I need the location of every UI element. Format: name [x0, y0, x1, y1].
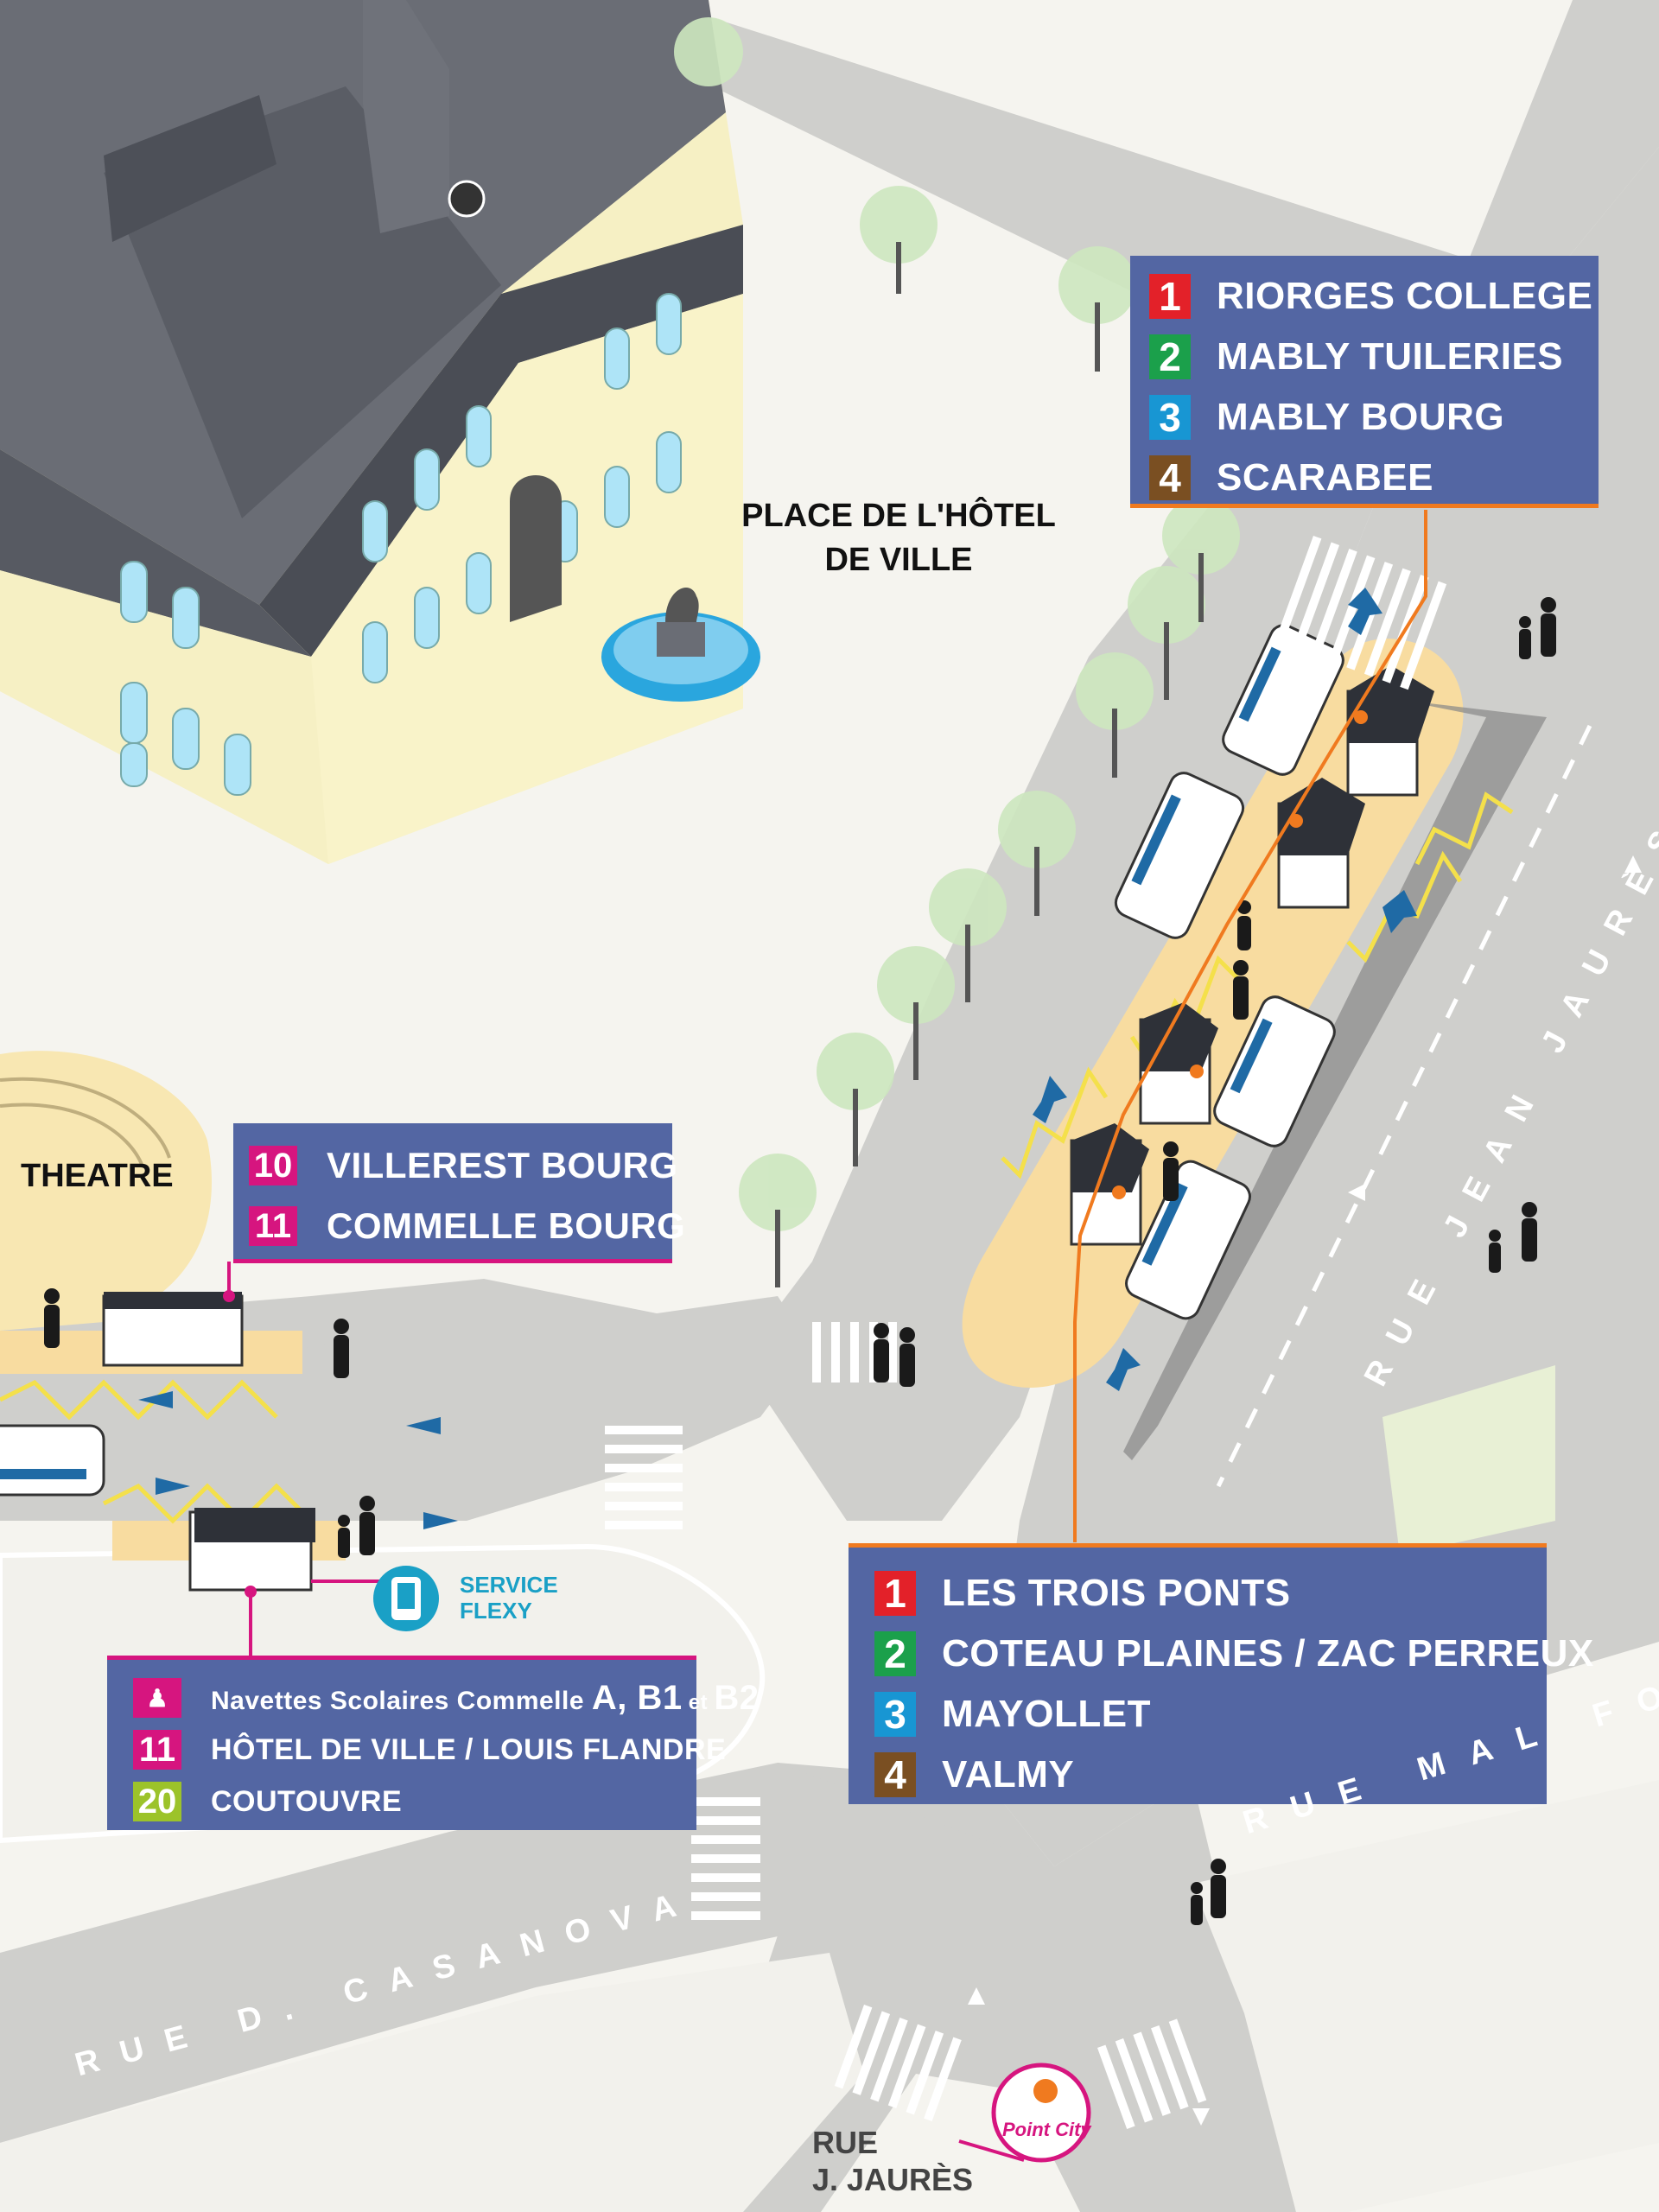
destination-label: VILLEREST BOURG [327, 1145, 678, 1185]
panel-left-upper: 10 VILLEREST BOURG 11 COMMELLE BOURG [233, 1123, 685, 1263]
trees [674, 17, 1240, 1287]
line-badge: 1 [874, 1571, 916, 1616]
road-label-j-jaures-line1: RUE [812, 2125, 879, 2160]
pedestrians [44, 597, 1556, 1925]
connector-lines [1073, 510, 1427, 1542]
line-row: 2 COTEAU PLAINES / ZAC PERREUX [874, 1624, 1593, 1684]
line-row: 4 VALMY [874, 1745, 1547, 1805]
destination-label: LES TROIS PONTS [942, 1572, 1291, 1614]
fountain [601, 588, 760, 702]
theatre-label: THEATRE [21, 1158, 174, 1194]
panel-bottom-right: 1 LES TROIS PONTS 2 COTEAU PLAINES / ZAC… [849, 1543, 1593, 1805]
line-badge: 11 [133, 1730, 181, 1770]
line-badge: 1 [1149, 274, 1191, 319]
school-shuttles-a: A, B1 [591, 1678, 683, 1717]
line-row: 20 COUTOUVRE [133, 1776, 696, 1827]
line-badge: 10 [249, 1146, 297, 1185]
line-badge: 3 [874, 1692, 916, 1737]
line-badge: 11 [249, 1206, 297, 1246]
hotel-de-ville-building [0, 0, 743, 864]
panel-left-lower: ♟ Navettes Scolaires Commelle A, B1 et B… [107, 1656, 759, 1830]
place-label: PLACE DE L'HÔTEL DE VILLE [709, 494, 1089, 583]
magenta-connectors [223, 1262, 1025, 2162]
destination-label: SCARABEE [1217, 456, 1433, 499]
theatre-building [0, 1051, 212, 1331]
line-row: ♟ Navettes Scolaires Commelle A, B1 et B… [133, 1672, 759, 1724]
destination-label: Navettes Scolaires Commelle A, B1 et B2 [211, 1679, 759, 1718]
place-label-line2: DE VILLE [824, 542, 973, 579]
destination-label: COUTOUVRE [211, 1784, 403, 1818]
destination-label: RIORGES COLLEGE [1217, 275, 1593, 317]
phone-app-icon [373, 1566, 439, 1631]
service-flexy-label: SERVICE FLEXY [460, 1572, 558, 1624]
line-row: 1 RIORGES COLLEGE [1149, 266, 1599, 327]
destination-label: MABLY BOURG [1217, 396, 1505, 438]
line-badge: 20 [133, 1782, 181, 1821]
destination-label: COMMELLE BOURG [327, 1205, 686, 1246]
buses [0, 624, 1344, 1497]
service-flexy-line2: FLEXY [460, 1597, 532, 1624]
school-shuttles-et: et [682, 1690, 715, 1714]
bus-shelters [102, 665, 1434, 1592]
line-badge: 2 [1149, 334, 1191, 379]
destination-label: VALMY [942, 1753, 1075, 1796]
school-children-icon: ♟ [133, 1678, 181, 1718]
line-badge: 4 [874, 1752, 916, 1797]
destination-label: MAYOLLET [942, 1693, 1151, 1735]
line-row: 11 COMMELLE BOURG [249, 1196, 685, 1256]
lane-divider [1216, 724, 1592, 1488]
service-flexy-line1: SERVICE [460, 1572, 558, 1598]
school-shuttles-prefix: Navettes Scolaires Commelle [211, 1686, 592, 1715]
panel-top-right: 1 RIORGES COLLEGE 2 MABLY TUILERIES 3 MA… [1130, 256, 1599, 508]
crosswalks [605, 536, 1447, 2129]
line-row: 4 SCARABEE [1149, 448, 1599, 508]
line-row: 10 VILLEREST BOURG [249, 1135, 677, 1196]
road-label-j-jaures-line2: J. JAURÈS [812, 2162, 974, 2198]
destination-label: HÔTEL DE VILLE / LOUIS FLANDRE [211, 1732, 727, 1766]
line-badge: 4 [1149, 455, 1191, 500]
line-row: 3 MABLY BOURG [1149, 387, 1599, 448]
destination-label: COTEAU PLAINES / ZAC PERREUX [942, 1632, 1594, 1675]
line-row: 3 MAYOLLET [874, 1684, 1547, 1745]
destination-label: MABLY TUILERIES [1217, 335, 1564, 378]
line-badge: 3 [1149, 395, 1191, 440]
road-label-j-jaures: RUE J. JAURÈS [812, 2124, 973, 2198]
point-city-logo-icon [991, 2063, 1091, 2163]
line-row: 1 LES TROIS PONTS [874, 1563, 1547, 1624]
place-label-line1: PLACE DE L'HÔTEL [741, 498, 1056, 534]
line-row: 2 MABLY TUILERIES [1149, 327, 1599, 387]
school-shuttles-b: B2 [714, 1678, 760, 1717]
line-row: 11 HÔTEL DE VILLE / LOUIS FLANDRE [133, 1724, 726, 1776]
line-badge: 2 [874, 1631, 916, 1676]
point-city-label: Point City [1002, 2119, 1091, 2140]
direction-arrows [138, 588, 1417, 1529]
